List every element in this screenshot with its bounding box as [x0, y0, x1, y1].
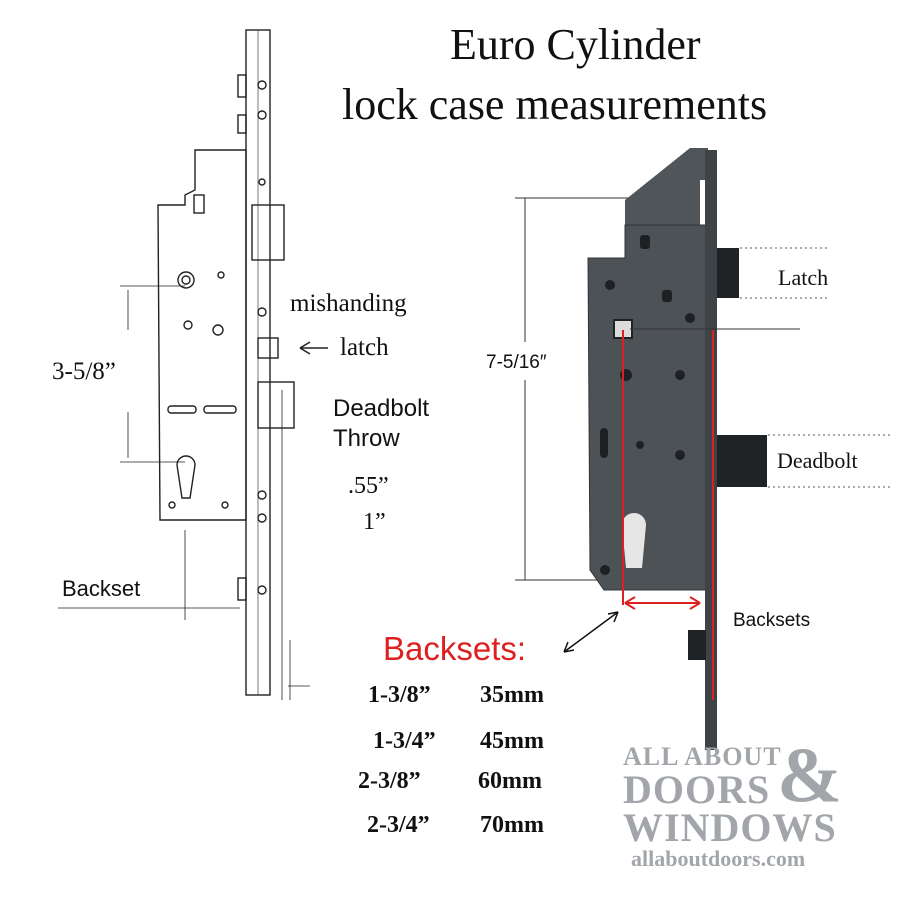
lock-top-tab — [625, 148, 708, 225]
spacing-dimension-label: 3-5/8” — [52, 358, 116, 385]
logo-ampersand: & — [777, 731, 842, 818]
logo-line-1: ALL ABOUT — [623, 742, 782, 771]
backset-row-inches: 2-3/8” — [358, 768, 421, 794]
backset-label: Backset — [62, 576, 141, 601]
throw-value-2: 1” — [363, 509, 386, 535]
backsets-heading: Backsets: — [383, 630, 527, 667]
backset-row-inches: 1-3/4” — [373, 728, 436, 754]
backsets-dimension-label: Backsets — [733, 610, 811, 631]
title-line-2: lock case measurements — [342, 80, 768, 129]
deadbolt-bolt — [717, 435, 767, 487]
mishanding-label: mishanding — [290, 290, 407, 317]
backset-row-mm: 45mm — [480, 728, 544, 754]
backset-row-mm: 35mm — [480, 682, 544, 708]
latch-label: Latch — [778, 265, 829, 290]
lock-body — [587, 224, 716, 591]
logo-line-2: DOORS — [623, 767, 771, 812]
deadbolt-throw-label-1: Deadbolt — [333, 395, 430, 422]
company-logo: ALL ABOUT DOORS & WINDOWS allaboutdoors.… — [615, 731, 865, 880]
backset-row-mm: 70mm — [480, 812, 544, 838]
cylinder-cutout — [622, 513, 646, 568]
throw-value-1: .55” — [348, 473, 389, 499]
title-line-1: Euro Cylinder — [450, 20, 701, 69]
logo-line-3: WINDOWS — [623, 805, 837, 850]
backset-row-mm: 60mm — [478, 768, 542, 794]
logo-url: allaboutdoors.com — [631, 846, 806, 871]
deadbolt-label: Deadbolt — [777, 448, 858, 473]
mishanding-latch-label: latch — [340, 334, 389, 361]
lock-faceplate — [705, 150, 717, 750]
backset-row-inches: 1-3/8” — [368, 682, 431, 708]
latch-bolt — [717, 248, 739, 298]
deadbolt-throw-label-2: Throw — [333, 425, 400, 452]
backset-row-inches: 2-3/4” — [367, 812, 430, 838]
height-dimension-label: 7-5/16″ — [486, 352, 547, 373]
